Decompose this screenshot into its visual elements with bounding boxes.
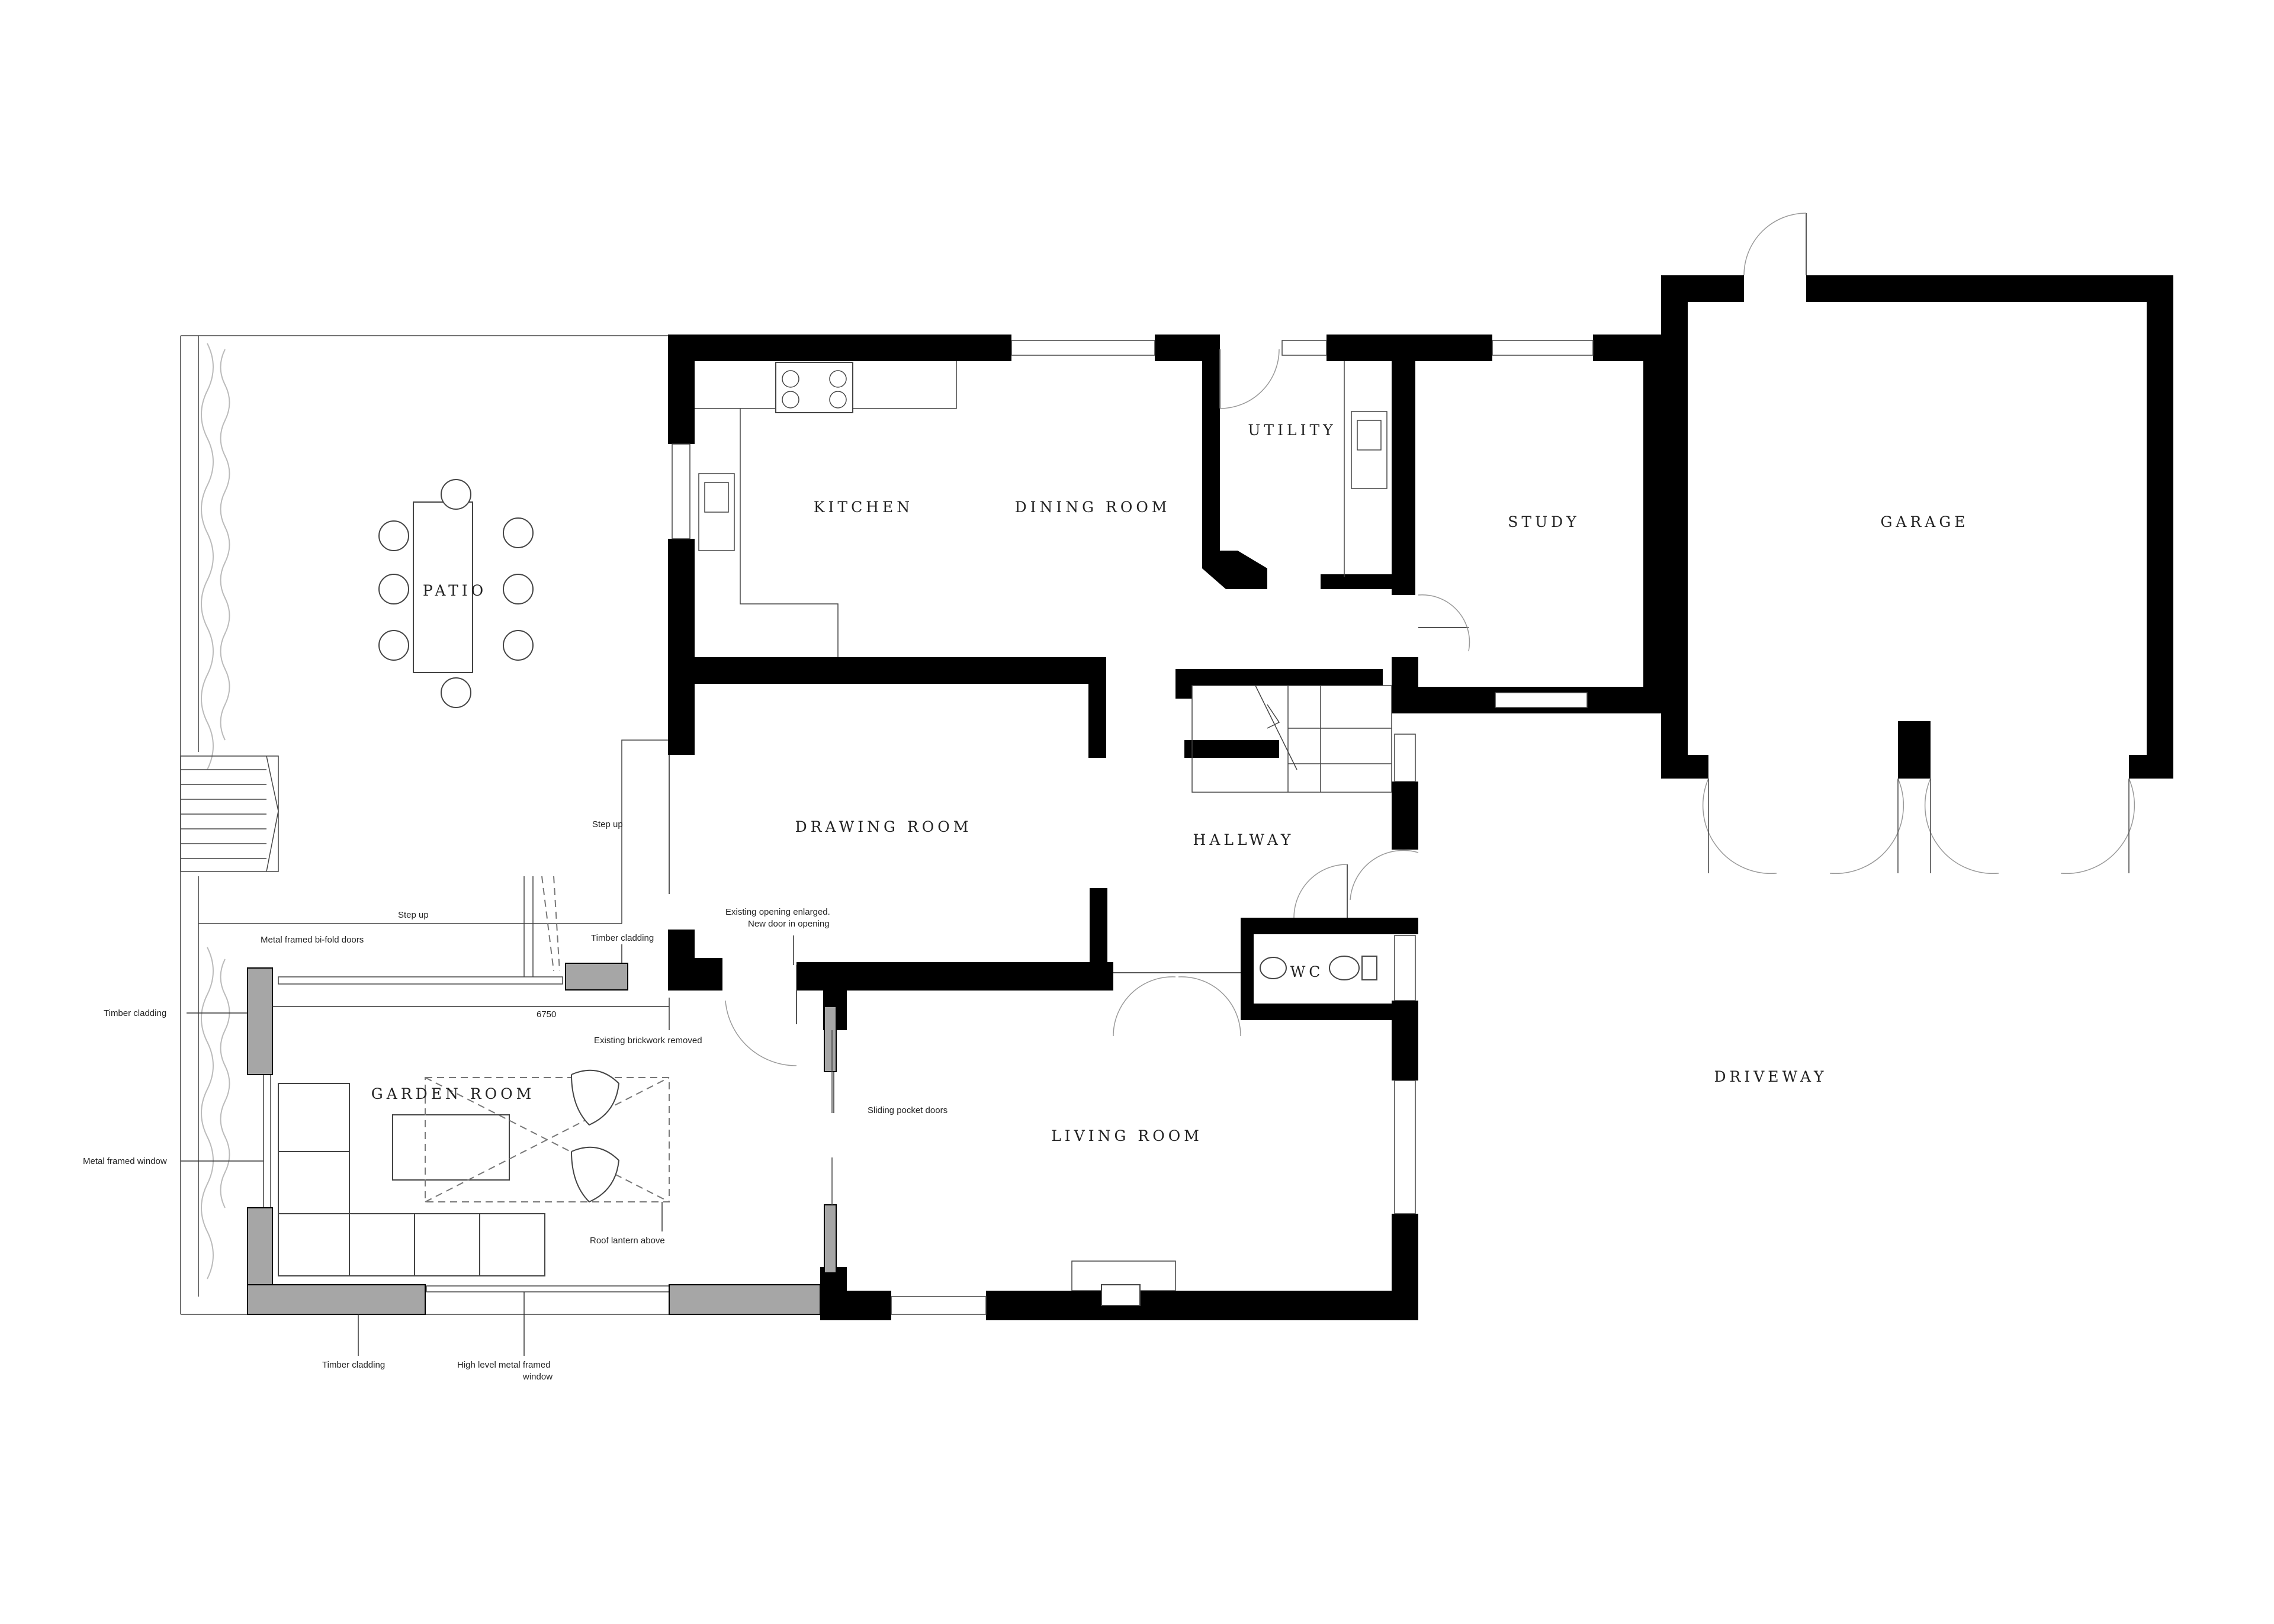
room-label-garden-room: GARDEN ROOM — [371, 1085, 535, 1102]
room-label-patio: PATIO — [423, 582, 487, 599]
note-dimension: 6750 — [537, 1009, 556, 1020]
staircase — [1191, 685, 1392, 793]
room-label-hallway: HALLWAY — [1193, 831, 1295, 848]
note-metal-window: Metal framed window — [83, 1156, 167, 1166]
kitchen-units — [695, 361, 1387, 657]
room-labels: PATIO KITCHEN DINING ROOM UTILITY STUDY … — [371, 422, 1968, 1144]
note-existing-opening-2: New door in opening — [748, 919, 830, 929]
note-step-up-2: Step up — [398, 910, 429, 920]
door-swings — [669, 213, 2135, 1205]
annotation-leaders — [181, 935, 834, 1356]
patio-steps — [180, 739, 669, 977]
room-label-utility: UTILITY — [1248, 422, 1336, 439]
room-label-living-room: LIVING ROOM — [1051, 1127, 1203, 1144]
room-label-drawing-room: DRAWING ROOM — [795, 818, 972, 835]
fireplace — [1071, 1260, 1176, 1306]
wc-fittings — [1260, 956, 1377, 980]
room-label-dining-room: DINING ROOM — [1015, 499, 1171, 516]
timber-cladding — [247, 963, 837, 1315]
note-roof-lantern: Roof lantern above — [590, 1236, 665, 1246]
patio-dining-set — [378, 479, 534, 708]
room-label-wc: WC — [1290, 963, 1324, 980]
room-label-driveway: DRIVEWAY — [1714, 1068, 1827, 1085]
house-walls — [668, 275, 2173, 1320]
note-timber-cladding-bottom: Timber cladding — [322, 1360, 385, 1370]
note-timber-cladding-top: Timber cladding — [591, 933, 654, 943]
room-label-study: STUDY — [1508, 513, 1579, 530]
windows — [263, 340, 1594, 1315]
note-existing-opening-1: Existing opening enlarged. — [725, 907, 830, 917]
note-brickwork-removed: Existing brickwork removed — [594, 1035, 702, 1046]
note-high-level-window-1: High level metal framed — [457, 1360, 551, 1370]
room-label-kitchen: KITCHEN — [814, 499, 913, 516]
room-label-garage: GARAGE — [1880, 513, 1968, 530]
note-step-up-1: Step up — [592, 819, 623, 829]
note-sliding-pocket-doors: Sliding pocket doors — [868, 1105, 948, 1115]
annotations: Step up Step up Metal framed bi-fold doo… — [83, 819, 948, 1382]
garden-room-furniture — [278, 1069, 670, 1276]
note-high-level-window-2: window — [522, 1372, 553, 1382]
note-bifold-doors: Metal framed bi-fold doors — [261, 935, 364, 945]
note-timber-cladding-left: Timber cladding — [104, 1008, 166, 1018]
